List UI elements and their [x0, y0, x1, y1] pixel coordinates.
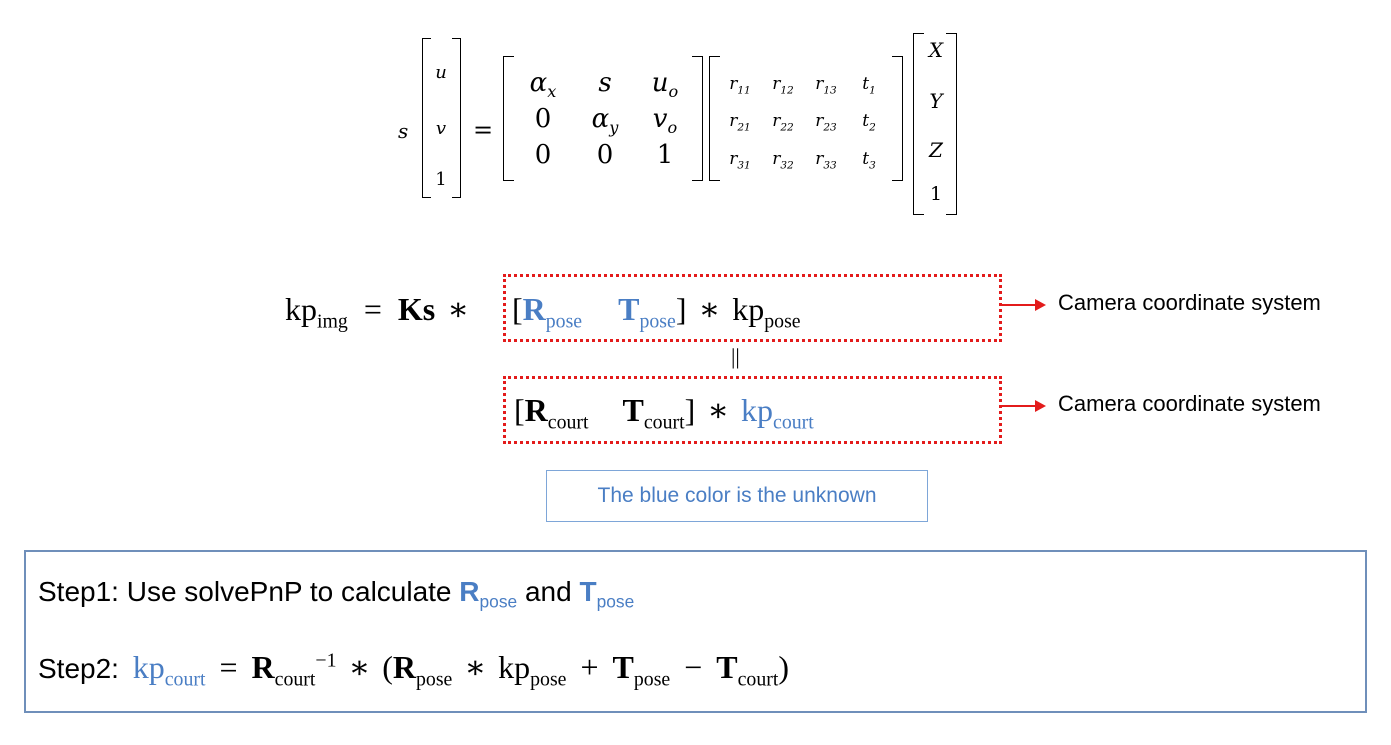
- world-vector-x: X: [928, 38, 944, 62]
- t-pose: Tpose: [618, 291, 676, 333]
- intrinsic-cell: 1: [656, 140, 674, 170]
- step2-kp-court: kpcourt: [132, 649, 206, 691]
- image-vector-one: 1: [435, 169, 447, 190]
- kp-pose: kppose: [732, 291, 801, 333]
- step1: Step1: Use solvePnP to calculate Rpose a…: [38, 576, 635, 612]
- extrinsic-cell: r33: [815, 149, 837, 172]
- intrinsic-left-bracket: [503, 56, 514, 181]
- intrinsic-cell: 0: [596, 140, 614, 170]
- court-transform-expression: [Rcourt Tcourt] ∗ kpcourt: [514, 391, 814, 434]
- step2-t-pose: Tpose: [612, 649, 671, 691]
- step2-equals: =: [219, 649, 238, 685]
- equals-sign: =: [363, 291, 382, 327]
- extrinsic-cell: t2: [862, 111, 876, 134]
- image-vector-v: v: [435, 118, 447, 139]
- image-vector-left-bracket: [422, 38, 431, 198]
- step2-multiply-2: ∗: [464, 649, 487, 685]
- intrinsic-cell: 0: [534, 104, 552, 134]
- kp-img: kpimg: [285, 291, 348, 333]
- open-bracket: [: [514, 392, 525, 428]
- extrinsic-cell: r21: [729, 111, 751, 134]
- image-vector-right-bracket: [452, 38, 461, 198]
- extrinsic-left-bracket: [709, 56, 720, 181]
- multiply-operator: ∗: [698, 291, 721, 327]
- step2-r-pose: Rpose: [392, 649, 453, 691]
- arrow-top-shaft: [1001, 304, 1037, 306]
- parallel-equal-sign: ||: [731, 344, 740, 369]
- intrinsic-cell: 0: [534, 140, 552, 170]
- step2-kp-pose: kppose: [498, 649, 567, 691]
- intrinsic-cell: αy: [591, 104, 619, 138]
- extrinsic-cell: t3: [862, 149, 876, 172]
- step2-close-paren: ): [778, 649, 790, 685]
- extrinsic-cell: r23: [815, 111, 837, 134]
- world-vector-right-bracket: [946, 33, 957, 215]
- step2-t-court: Tcourt: [716, 649, 779, 691]
- r-pose: Rpose: [522, 291, 583, 333]
- court-transform-box: [503, 376, 1002, 444]
- steps-box: Step1: Use solvePnP to calculate Rpose a…: [24, 550, 1367, 713]
- world-vector-z: Z: [929, 138, 943, 162]
- step2-label: Step2:: [38, 653, 127, 684]
- kp-court: kpcourt: [741, 392, 814, 434]
- legend-text: The blue color is the unknown: [597, 484, 877, 507]
- intrinsic-right-bracket: [692, 56, 703, 181]
- multiply-operator: ∗: [447, 291, 469, 327]
- world-vector-left-bracket: [913, 33, 924, 215]
- step2-open-paren: (: [382, 649, 393, 685]
- step1-r-pose: Rpose: [459, 576, 518, 612]
- extrinsic-cell: r32: [772, 149, 794, 172]
- step2-minus: −: [684, 649, 703, 685]
- world-vector-y: Y: [929, 89, 943, 113]
- intrinsic-cell: αx: [529, 68, 557, 102]
- step1-text: Step1: Use solvePnP to calculate: [38, 576, 460, 607]
- intrinsic-cell: s: [598, 68, 612, 98]
- arrow-bottom-shaft: [1001, 405, 1037, 407]
- multiply-operator: ∗: [707, 392, 730, 428]
- extrinsic-cell: r13: [815, 74, 837, 97]
- camera-coordinate-label-top: Camera coordinate system: [1058, 290, 1321, 315]
- step1-t-pose: Tpose: [579, 576, 635, 612]
- intrinsic-cell: uo: [651, 68, 679, 102]
- pose-transform-box: [503, 274, 1002, 342]
- step2-multiply: ∗: [348, 649, 371, 685]
- arrow-bottom-head: [1035, 400, 1046, 412]
- image-vector-u: u: [435, 62, 447, 83]
- extrinsic-cell: r11: [729, 74, 751, 97]
- arrow-top-head: [1035, 299, 1046, 311]
- step2-r-court-inverse: Rcourt−1: [251, 649, 337, 691]
- world-vector-one: 1: [929, 183, 943, 205]
- open-bracket: [: [512, 291, 523, 327]
- scale-factor: s: [398, 119, 409, 143]
- extrinsic-right-bracket: [892, 56, 903, 181]
- intrinsic-cell: vo: [652, 104, 678, 138]
- ks-matrix: Ks: [397, 291, 436, 327]
- pose-transform-expression: [Rpose Tpose] ∗ kppose: [512, 290, 801, 333]
- step2: Step2: kpcourt = Rcourt−1 ∗ (Rpose ∗ kpp…: [38, 648, 790, 691]
- main-equation-lhs: kpimg = Ks ∗: [285, 290, 469, 333]
- extrinsic-cell: r12: [772, 74, 794, 97]
- t-court: Tcourt: [622, 392, 685, 434]
- extrinsic-cell: r22: [772, 111, 794, 134]
- camera-coordinate-label-bottom: Camera coordinate system: [1058, 391, 1321, 416]
- projection-equals: =: [473, 116, 494, 144]
- close-bracket: ]: [684, 392, 696, 428]
- legend-box: The blue color is the unknown: [546, 470, 928, 522]
- r-court: Rcourt: [524, 392, 589, 434]
- close-bracket: ]: [675, 291, 687, 327]
- extrinsic-cell: t1: [862, 74, 876, 97]
- step2-plus: +: [580, 649, 599, 685]
- extrinsic-cell: r31: [729, 149, 751, 172]
- step1-and: and: [517, 576, 580, 607]
